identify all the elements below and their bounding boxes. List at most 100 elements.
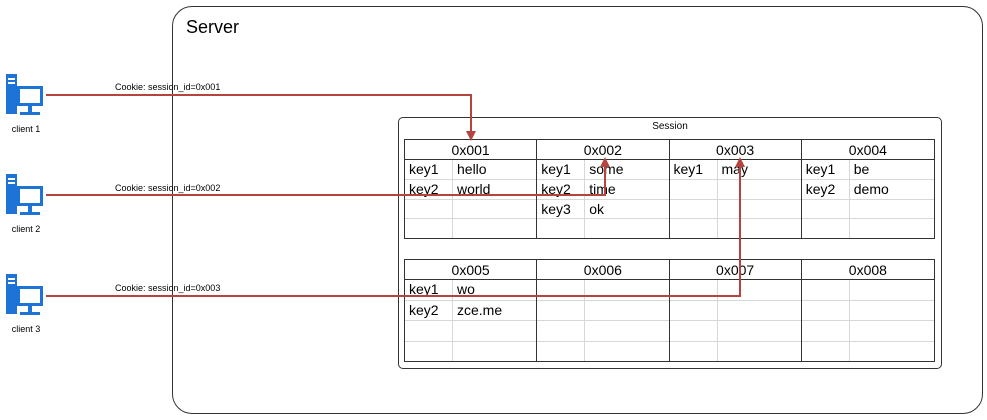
entry-key	[405, 321, 453, 341]
entry-value	[850, 200, 934, 219]
entry-key: key2	[802, 179, 850, 199]
session-entry	[801, 280, 934, 301]
entry-key	[537, 219, 586, 238]
session-entry	[670, 219, 801, 238]
session-slot: 0x008	[801, 260, 934, 362]
entry-value	[453, 200, 536, 219]
entry-key	[670, 341, 718, 361]
entry-key	[537, 300, 586, 320]
entry-value	[718, 342, 801, 362]
entry-value: wo	[457, 281, 475, 297]
cookie-label-3: Cookie: session_id=0x003	[115, 283, 221, 293]
entry-value	[850, 321, 934, 341]
entry-value: zce.me	[457, 301, 503, 318]
entry-key: key1	[802, 160, 850, 179]
computer-icon	[6, 174, 43, 215]
client-1: client 1	[0, 72, 54, 134]
session-entry	[801, 300, 934, 321]
session-id: 0x002	[537, 140, 669, 160]
entry-key: key1	[670, 160, 718, 179]
entry-value: world	[457, 180, 491, 197]
session-entry	[405, 219, 536, 238]
entry-key	[670, 219, 718, 238]
entry-value	[453, 219, 536, 238]
session-entry	[537, 341, 668, 361]
entry-key: key2	[405, 179, 453, 199]
entry-value	[453, 321, 536, 341]
session-entry	[801, 321, 934, 342]
entry-key	[802, 300, 850, 320]
entry-value	[850, 301, 934, 321]
entry-key: key2	[405, 300, 453, 320]
entry-key	[405, 219, 453, 238]
entry-value	[850, 342, 934, 362]
entry-value	[585, 219, 668, 238]
session-entry	[669, 321, 801, 342]
session-id: 0x001	[405, 140, 537, 160]
entry-key	[405, 341, 453, 361]
entry-value	[718, 321, 801, 341]
session-entry	[802, 219, 934, 238]
session-entry	[537, 280, 669, 301]
entry-value	[850, 219, 934, 238]
entry-key	[405, 199, 453, 219]
session-entry	[405, 341, 536, 361]
entry-value	[585, 321, 668, 341]
entry-key: key1	[405, 280, 453, 300]
session-id: 0x004	[801, 140, 934, 160]
entry-value	[718, 280, 801, 300]
client-label: client 2	[11, 224, 41, 234]
entry-key	[802, 199, 850, 219]
cookie-label-1: Cookie: session_id=0x001	[115, 82, 221, 92]
entry-key: key1	[405, 160, 453, 179]
session-entry	[405, 321, 537, 342]
session-entry	[405, 199, 537, 220]
entry-value: may	[721, 161, 748, 177]
client-2: client 2	[0, 172, 54, 234]
entry-value: demo	[853, 180, 889, 197]
session-entry	[537, 321, 669, 342]
entry-value	[585, 280, 668, 300]
entry-key	[670, 300, 718, 320]
entry-key	[537, 341, 586, 361]
entry-key	[802, 341, 850, 361]
computer-icon	[6, 274, 43, 315]
entry-key	[670, 199, 718, 219]
session-id: 0x007	[669, 260, 801, 280]
entry-value: some	[589, 161, 624, 177]
entry-value: be	[853, 161, 870, 177]
entry-key	[670, 179, 718, 199]
session-id: 0x006	[537, 260, 669, 280]
session-id: 0x003	[669, 140, 801, 160]
client-3: client 3	[0, 272, 54, 334]
session-entry	[669, 300, 801, 321]
session-entry	[802, 341, 934, 362]
entry-key	[802, 321, 850, 341]
entry-value	[718, 200, 801, 219]
entry-key	[802, 219, 850, 238]
entry-key	[670, 321, 718, 341]
entry-value: ok	[589, 200, 605, 217]
entry-key	[537, 280, 586, 300]
entry-value	[718, 180, 801, 199]
session-id: 0x008	[801, 260, 934, 280]
client-label: client 3	[11, 324, 41, 334]
session-entry	[669, 179, 801, 200]
cookie-label-2: Cookie: session_id=0x002	[115, 183, 221, 193]
server-label: Server	[186, 17, 240, 37]
